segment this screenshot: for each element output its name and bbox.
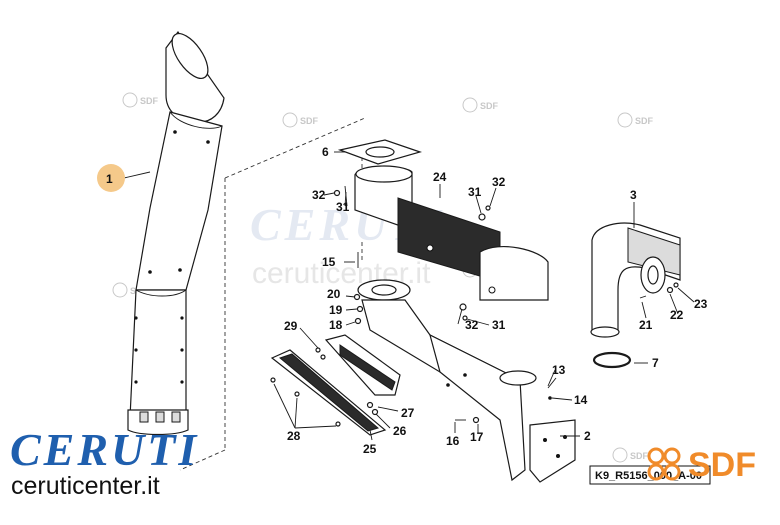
callout-29[interactable]: 29	[284, 319, 298, 333]
callout-15[interactable]: 15	[322, 255, 336, 269]
callout-31-upper-right[interactable]: 31	[468, 185, 482, 199]
svg-text:SDF: SDF	[140, 96, 159, 106]
callout-19[interactable]: 19	[329, 303, 343, 317]
callout-21[interactable]: 21	[639, 318, 653, 332]
callout-7[interactable]: 7	[652, 356, 659, 370]
callout-14[interactable]: 14	[574, 393, 588, 407]
callout-16[interactable]: 16	[446, 434, 460, 448]
watermark-sdf-1: SDF	[282, 112, 319, 128]
o-ring	[592, 351, 632, 369]
heat-shield-duct	[354, 165, 549, 301]
callout-labels: 1 2 3 6 7 13 14 15 16 17 18 19 20 21 22 …	[106, 145, 708, 456]
callout-24[interactable]: 24	[433, 170, 447, 184]
callout-31-upper-left[interactable]: 31	[336, 200, 350, 214]
ceruti-logo-brand: CERUTI	[10, 424, 199, 475]
callout-23[interactable]: 23	[694, 297, 708, 311]
support-bracket	[357, 279, 576, 483]
callout-2[interactable]: 2	[584, 429, 591, 443]
sdf-logo: SDF	[647, 446, 756, 484]
callout-22[interactable]: 22	[670, 308, 684, 322]
callout-32-upper-left[interactable]: 32	[312, 188, 326, 202]
callout-31-lower[interactable]: 31	[492, 318, 506, 332]
callout-32-upper-right[interactable]: 32	[492, 175, 506, 189]
exhaust-stack-pipe	[127, 30, 225, 436]
callout-17[interactable]: 17	[470, 430, 484, 444]
sdf-logo-text: SDF	[688, 446, 756, 484]
gasket-plate	[337, 139, 423, 165]
callout-26[interactable]: 26	[393, 424, 407, 438]
callout-6[interactable]: 6	[322, 145, 329, 159]
sdf-emblem-icon	[647, 447, 681, 481]
watermark-sdf-3: SDF	[617, 112, 654, 128]
callout-1-highlight	[97, 164, 125, 192]
side-shield-upper	[324, 334, 401, 396]
side-shield-lower	[270, 349, 387, 436]
callout-28[interactable]: 28	[287, 429, 301, 443]
elbow-pipe	[590, 222, 681, 338]
watermark-sdf-6: SDF	[612, 447, 649, 463]
callout-1[interactable]: 1	[106, 172, 113, 186]
callout-32-lower[interactable]: 32	[465, 318, 479, 332]
watermark-sdf-2: SDF	[462, 97, 499, 113]
ceruti-logo-url: ceruticenter.it	[11, 472, 160, 500]
svg-text:SDF: SDF	[300, 116, 319, 126]
leader-lines	[123, 151, 695, 441]
callout-18[interactable]: 18	[329, 318, 343, 332]
callout-25[interactable]: 25	[363, 442, 377, 456]
svg-text:SDF: SDF	[630, 451, 649, 461]
watermark-sdf-4: SDF	[122, 92, 159, 108]
svg-text:SDF: SDF	[635, 116, 654, 126]
svg-text:SDF: SDF	[480, 101, 499, 111]
ceruti-logo: CERUTI ceruticenter.it	[10, 424, 199, 500]
callout-20[interactable]: 20	[327, 287, 341, 301]
callout-13[interactable]: 13	[552, 363, 566, 377]
callout-3[interactable]: 3	[630, 188, 637, 202]
callout-27[interactable]: 27	[401, 406, 415, 420]
